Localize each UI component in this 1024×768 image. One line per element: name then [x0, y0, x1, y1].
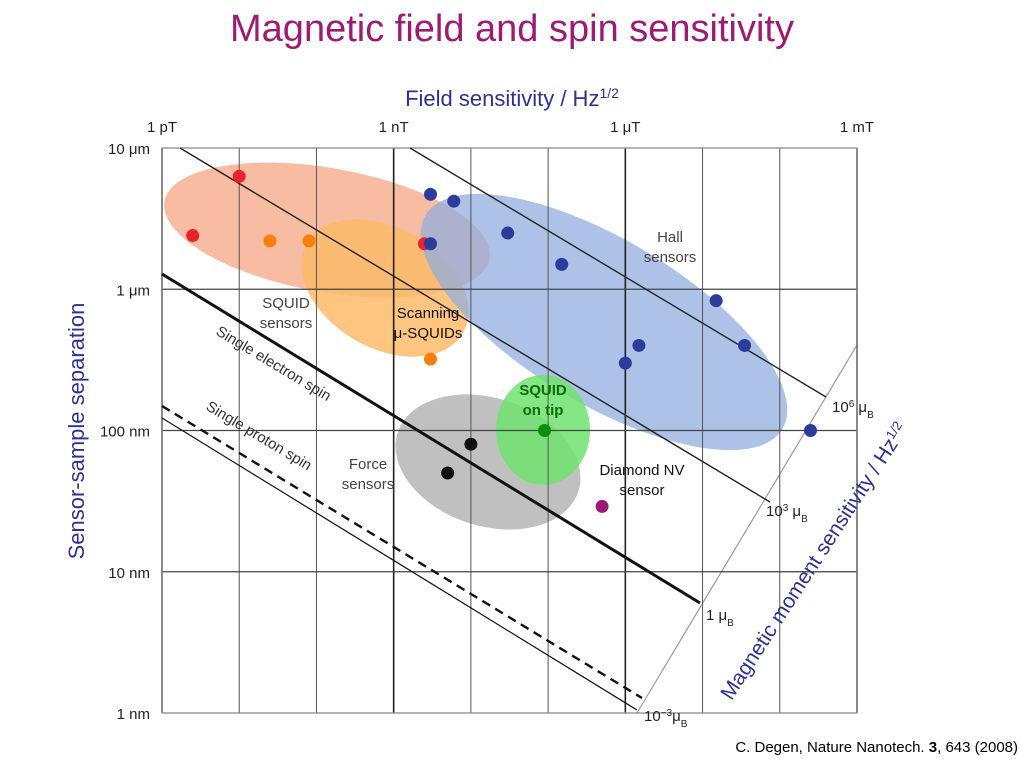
- region-label: sensors: [644, 249, 697, 266]
- data-point: [538, 424, 552, 437]
- data-point: [424, 187, 438, 201]
- x-tick-label: 1 mT: [840, 119, 874, 136]
- data-point: [618, 356, 632, 370]
- x-tick-label: 1 nT: [379, 119, 409, 136]
- moment-tick-exponent: 6: [849, 399, 855, 410]
- data-points: [186, 169, 818, 513]
- data-point: [263, 234, 277, 248]
- data-point: [738, 338, 752, 352]
- sensor-regions: [164, 162, 788, 530]
- plot-frame: [161, 147, 858, 714]
- moment-contour-line: [179, 147, 771, 503]
- moment-tick-unit: μ: [788, 503, 801, 520]
- data-point: [464, 437, 478, 451]
- moment-contour-line: [409, 147, 827, 398]
- data-point: [302, 234, 316, 248]
- data-point: [186, 229, 200, 243]
- reference-lines: [161, 147, 827, 711]
- region-label: Scanning: [397, 305, 460, 322]
- region-label: sensor: [619, 482, 664, 499]
- y-axis-title: Sensor-sample separation: [64, 303, 89, 560]
- slide-title: Magnetic field and spin sensitivity: [230, 8, 794, 50]
- y-tick-label: 100 nm: [100, 424, 150, 441]
- back-plane-axis: [636, 344, 858, 714]
- single-electron-spin-label: Single electron spin: [213, 323, 334, 405]
- region-label: SQUID: [519, 382, 567, 399]
- region-label: sensors: [342, 476, 395, 493]
- region-label: μ-SQUIDs: [394, 325, 463, 342]
- x-tick-label: 1 μT: [610, 119, 640, 136]
- data-point: [501, 226, 515, 240]
- moment-tick-exponent: −3: [661, 708, 673, 719]
- data-point: [555, 257, 569, 271]
- moment-axis-line: [636, 344, 858, 714]
- moment-tick-subscript: B: [801, 514, 808, 525]
- region-label: Diamond NV: [599, 462, 684, 479]
- data-point: [424, 352, 438, 366]
- single-electron-spin-line: [161, 272, 701, 605]
- hall-region: [420, 193, 788, 451]
- y-tick-label: 1 nm: [117, 706, 150, 723]
- data-point: [804, 424, 818, 437]
- data-point: [232, 169, 246, 183]
- moment-tick-subscript: B: [727, 618, 734, 629]
- x-tick-label: 1 pT: [147, 119, 177, 136]
- data-point: [447, 194, 461, 208]
- moment-tick-unit: μ: [854, 399, 867, 416]
- citation-suffix: , 643 (2008): [937, 739, 1018, 756]
- moment-tick-unit: μ: [672, 708, 681, 725]
- region-label: sensors: [260, 315, 313, 332]
- citation: C. Degen, Nature Nanotech. 3, 643 (2008): [735, 739, 1018, 756]
- y-tick-label: 10 nm: [108, 565, 150, 582]
- moment-tick-exponent: 3: [783, 503, 789, 514]
- data-point: [632, 338, 646, 352]
- region-label: on tip: [523, 402, 564, 419]
- region-label: Hall: [657, 229, 683, 246]
- region-label: SQUID: [262, 295, 310, 312]
- moment-tick-label: 106 μB: [832, 399, 874, 421]
- y-tick-label: 10 μm: [108, 141, 150, 158]
- moment-tick-label: 10−3μB: [644, 708, 688, 730]
- moment-tick-unit: μ: [714, 607, 727, 624]
- plot-grid: [161, 147, 858, 714]
- citation-prefix: C. Degen, Nature Nanotech.: [735, 739, 929, 756]
- moment-tick-label: 103 μB: [766, 503, 808, 525]
- moment-tick-label: 1 μB: [706, 607, 734, 629]
- single-proton-spin-line: [161, 404, 643, 700]
- single-proton-spin-label: Single proton spin: [203, 398, 315, 474]
- data-point: [595, 499, 609, 513]
- citation-volume: 3: [928, 739, 938, 756]
- moment-tick-subscript: B: [867, 410, 874, 421]
- moment-contour-line: [161, 417, 638, 711]
- data-point: [424, 237, 438, 251]
- x-axis-title: Field sensitivity / Hz1/2: [405, 85, 619, 111]
- region-label: Force: [349, 456, 387, 473]
- moment-tick-subscript: B: [681, 719, 688, 730]
- data-point: [709, 294, 723, 308]
- data-point: [441, 466, 455, 480]
- y-tick-label: 1 μm: [116, 282, 150, 299]
- x-axis-title-exponent: 1/2: [599, 85, 619, 101]
- moment-axis-title: Magnetic moment sensitivity / Hz1/2: [715, 418, 913, 704]
- moment-axis-title-exponent: 1/2: [882, 418, 904, 441]
